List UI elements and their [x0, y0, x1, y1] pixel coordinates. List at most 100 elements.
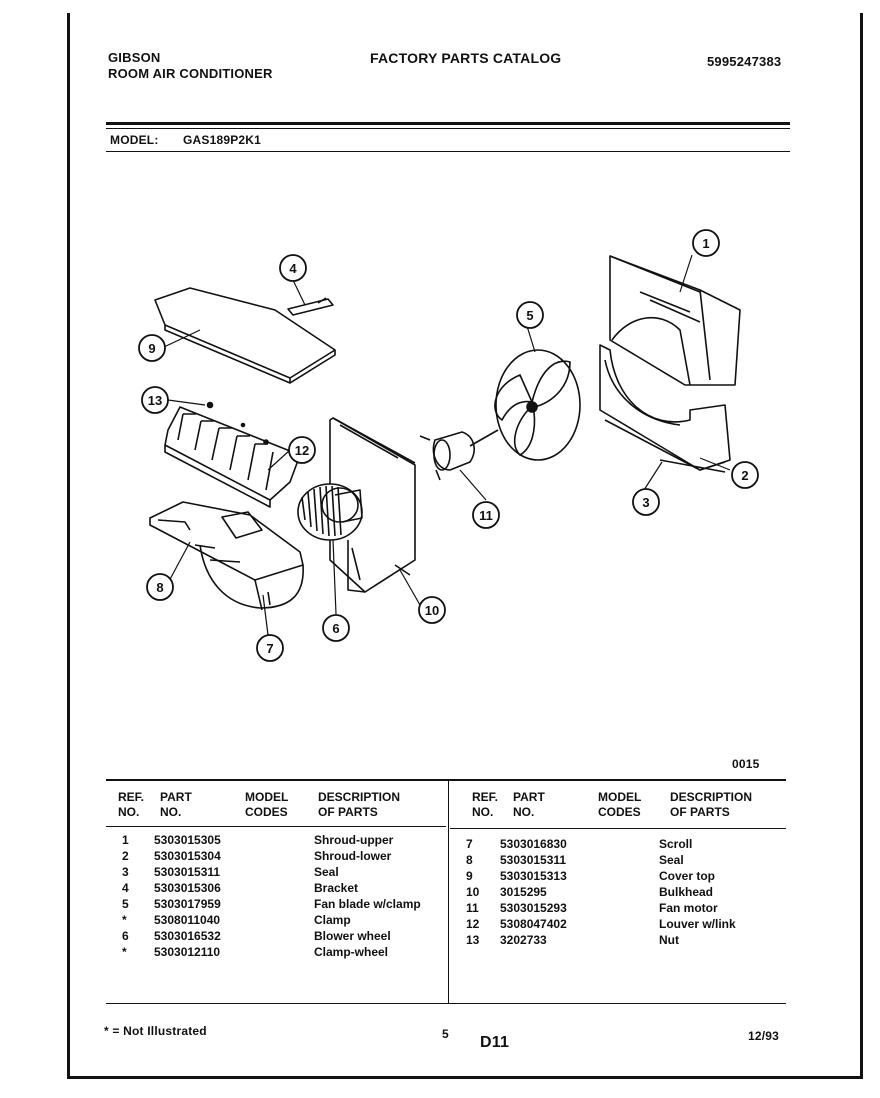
- table-row: 8: [466, 853, 473, 867]
- table-row: 13: [466, 933, 480, 947]
- part-number: 5303015311: [154, 865, 221, 879]
- shroud-upper-part: [609, 255, 741, 386]
- bulkhead-part: [329, 417, 416, 593]
- table-row: 3: [122, 865, 129, 879]
- callout-7: 7: [266, 641, 273, 656]
- part-description: Seal: [314, 865, 339, 879]
- callout-3: 3: [642, 495, 649, 510]
- part-number: 5308047402: [500, 917, 567, 931]
- part-description: Shroud-upper: [314, 833, 394, 847]
- louver-part: [164, 406, 301, 508]
- section-code: D11: [480, 1034, 510, 1051]
- header-rule-bottom: [106, 151, 790, 152]
- part-description: Nut: [659, 933, 679, 947]
- table-row: 6: [122, 929, 129, 943]
- table-rule-bottom: [106, 1003, 786, 1004]
- table-rule-top: [106, 779, 786, 781]
- part-description: Fan blade w/clamp: [314, 897, 421, 911]
- header-rule-top: [106, 122, 790, 125]
- page-number: 5: [442, 1027, 449, 1041]
- figure-code: 0015: [732, 757, 760, 771]
- part-number: 5303015311: [500, 853, 567, 867]
- part-description: Blower wheel: [314, 929, 391, 943]
- part-number: 5303015313: [500, 869, 567, 883]
- part-description: Fan motor: [659, 901, 718, 915]
- model-label: MODEL:: [110, 133, 159, 147]
- part-number: 5303016830: [500, 837, 567, 851]
- table-row: *: [122, 913, 127, 927]
- fan-blade-part: [494, 349, 581, 461]
- left-ref-column: 1 2 3 4 5 * 6 *: [122, 832, 129, 960]
- table-row: 11: [466, 901, 479, 915]
- table-head-rule-right: [450, 828, 786, 829]
- nut-part: [206, 401, 214, 409]
- part-description: Cover top: [659, 869, 716, 883]
- fan-motor-part: [419, 429, 499, 481]
- left-part-column: 5303015305 5303015304 5303015311 5303015…: [154, 832, 221, 960]
- callout-1: 1: [702, 236, 709, 251]
- part-number: 5308011040: [154, 913, 221, 927]
- part-description: Scroll: [659, 837, 693, 851]
- callout-2: 2: [741, 468, 748, 483]
- right-part-column: 5303016830 5303015311 5303015313 3015295…: [500, 836, 567, 948]
- table-row: 10: [466, 885, 480, 899]
- part-description: Clamp-wheel: [314, 945, 389, 959]
- not-illustrated-note: * = Not Illustrated: [104, 1024, 207, 1038]
- part-description: Shroud-lower: [314, 849, 392, 863]
- revision-date: 12/93: [748, 1029, 780, 1043]
- cover-top-part: [154, 287, 336, 384]
- part-description: Clamp: [314, 913, 351, 927]
- part-number: 5303015306: [154, 881, 221, 895]
- scroll-part: [149, 501, 304, 611]
- callout-6: 6: [332, 621, 339, 636]
- callout-10: 10: [425, 603, 439, 618]
- callout-9: 9: [148, 341, 155, 356]
- part-number: 5303016532: [154, 929, 221, 943]
- table-row: 9: [466, 869, 473, 883]
- header-ref-right: REF.NO.: [472, 790, 499, 819]
- table-row: 7: [466, 837, 473, 851]
- brand-name: GIBSON: [108, 50, 161, 65]
- callout-4: 4: [289, 261, 297, 276]
- model-value: GAS189P2K1: [183, 133, 262, 147]
- part-number: 5303015304: [154, 849, 221, 863]
- table-head-rule-left: [106, 826, 446, 827]
- callout-11: 11: [479, 508, 493, 523]
- part-number: 3015295: [500, 885, 547, 899]
- table-row: 12: [466, 917, 480, 931]
- part-number: 5303015305: [154, 833, 221, 847]
- part-description: Bracket: [314, 881, 359, 895]
- table-row: 4: [122, 881, 129, 895]
- part-number: 5303012110: [154, 945, 221, 959]
- callout-12: 12: [295, 443, 309, 458]
- table-row: 2: [122, 849, 129, 863]
- right-ref-column: 7 8 9 10 11 12 13: [466, 836, 479, 948]
- part-description: Bulkhead: [659, 885, 714, 899]
- table-row: 1: [122, 833, 129, 847]
- blower-wheel-part: [297, 483, 363, 541]
- part-number: 5303017959: [154, 897, 221, 911]
- callout-13: 13: [148, 393, 162, 408]
- table-row: 5: [122, 897, 129, 911]
- catalog-title: FACTORY PARTS CATALOG: [370, 50, 562, 66]
- part-description: Seal: [659, 853, 684, 867]
- part-number: 3202733: [500, 933, 547, 947]
- part-number: 5303015293: [500, 901, 567, 915]
- table-row: *: [122, 945, 127, 959]
- callout-5: 5: [526, 308, 533, 323]
- header-ref: REF.NO.: [118, 790, 145, 819]
- left-description-column: Shroud-upper Shroud-lower Seal Bracket F…: [314, 832, 421, 960]
- right-description-column: Scroll Seal Cover top Bulkhead Fan motor…: [659, 836, 736, 948]
- callout-8: 8: [156, 580, 163, 595]
- header-rule-thin: [106, 128, 790, 129]
- catalog-number: 5995247383: [707, 54, 782, 69]
- page-frame: [67, 13, 863, 1079]
- part-description: Louver w/link: [659, 917, 736, 931]
